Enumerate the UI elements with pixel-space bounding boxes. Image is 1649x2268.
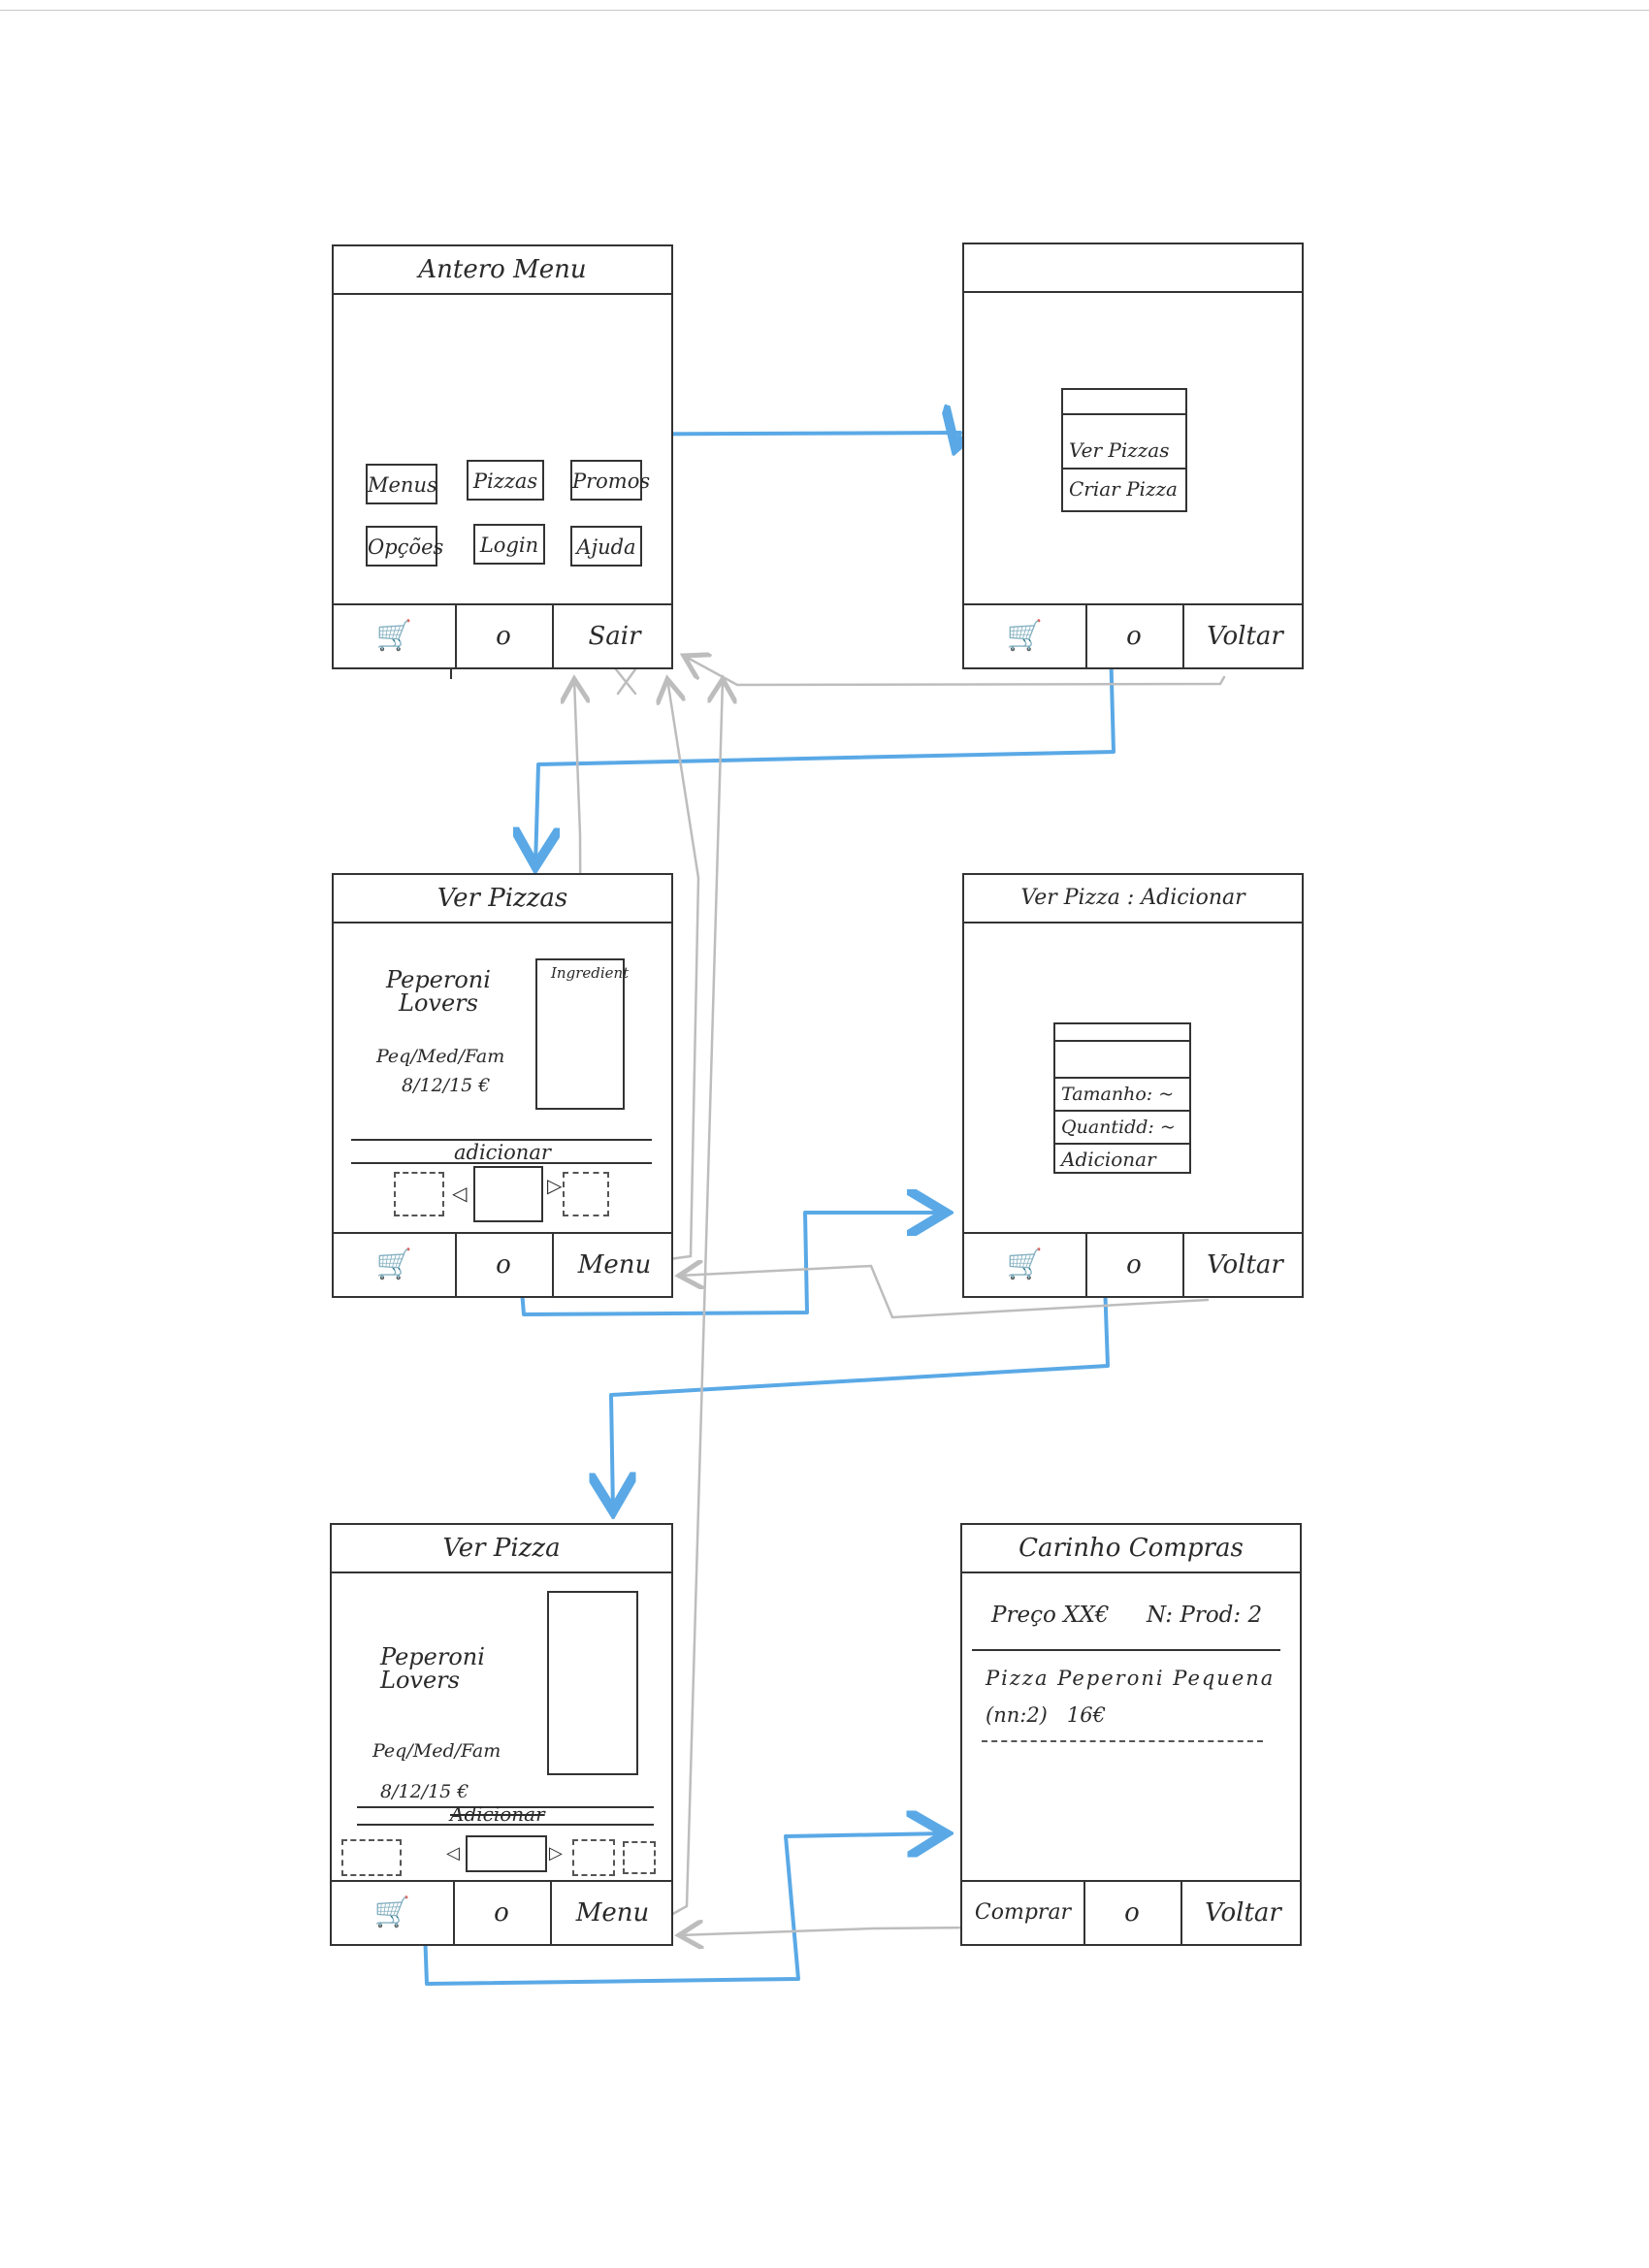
carousel-current-item[interactable] (466, 1835, 547, 1872)
home-button[interactable]: o (1085, 605, 1184, 667)
promos-button[interactable]: Promos (570, 460, 650, 501)
carousel-prev-item[interactable] (341, 1839, 402, 1876)
screen-shopping-cart: Carinho Compras Preço XX€ N: Prod: 2 Piz… (960, 1523, 1302, 1946)
screen-pizza-list: Ver Pizzas Peperoni Lovers Peq/Med/Fam 8… (332, 873, 673, 1298)
menu-button[interactable]: Menu (575, 1898, 650, 1928)
carousel-right-arrow[interactable]: ▷ (547, 1174, 563, 1197)
opcoes-button[interactable]: Opções (366, 526, 443, 567)
home-button[interactable]: o (1085, 1234, 1184, 1296)
cart-product-count: N: Prod: 2 (1147, 1603, 1263, 1628)
cart-button[interactable]: 🛒 (334, 1234, 457, 1296)
flow-cart-to-carrinho (423, 1833, 946, 1986)
scan-top-edge (0, 10, 1649, 11)
back-options-to-menu (684, 656, 1226, 687)
pizza-sizes: Peq/Med/Fam (376, 1046, 505, 1067)
voltar-button[interactable]: Voltar (1207, 1250, 1283, 1280)
screen-title: Antero Menu (334, 246, 671, 295)
screen-footer: Comprar o Voltar (962, 1880, 1300, 1944)
menu-button[interactable]: Menu (577, 1250, 652, 1280)
back-list-to-menu (667, 679, 700, 1261)
carousel-right-arrow[interactable]: ▷ (549, 1843, 563, 1863)
screen-add-pizza: Ver Pizza : Adicionar Tamanho: ~ Quantid… (962, 873, 1304, 1298)
login-button[interactable]: Login (473, 524, 545, 565)
home-button[interactable]: o (1083, 1882, 1182, 1944)
carousel-left-arrow[interactable]: ◁ (446, 1843, 460, 1863)
cart-icon: 🛒 (1006, 1247, 1044, 1281)
pizza-image (547, 1591, 638, 1775)
add-popup: Tamanho: ~ Quantidd: ~ Adicionar (1053, 1022, 1191, 1174)
carousel-current-item[interactable] (473, 1166, 543, 1222)
screen-footer: 🛒 o Voltar (964, 1232, 1302, 1296)
screen-title (964, 244, 1302, 293)
pizza-prices: 8/12/15 € (402, 1075, 491, 1096)
screen-title: Ver Pizza : Adicionar (964, 875, 1302, 923)
cart-total-price: Preço XX€ (991, 1603, 1110, 1628)
ingredients-label: Ingredient (551, 964, 630, 982)
cart-button[interactable]: 🛒 (964, 1234, 1087, 1296)
screen-pizza-detail: Ver Pizza Peperoni Lovers Peq/Med/Fam 8/… (330, 1523, 673, 1946)
popup-spacer (1055, 1042, 1189, 1079)
divider (357, 1824, 654, 1826)
cart-button[interactable]: 🛒 (964, 605, 1087, 667)
divider (357, 1806, 654, 1808)
divider (972, 1649, 1280, 1651)
add-button[interactable]: adicionar (454, 1141, 551, 1164)
cart-icon: 🛒 (375, 619, 413, 653)
add-button[interactable]: Adicionar (450, 1802, 545, 1826)
carousel-extra-item[interactable] (623, 1841, 656, 1874)
carousel-prev-item[interactable] (394, 1172, 444, 1216)
home-button[interactable]: o (453, 1882, 552, 1944)
home-button[interactable]: o (455, 605, 554, 667)
pizzas-button[interactable]: Pizzas (467, 460, 544, 501)
ver-pizzas-option[interactable]: Ver Pizzas (1063, 433, 1185, 470)
pizza-sizes: Peq/Med/Fam (372, 1740, 501, 1762)
screen-pizza-options: Ver Pizzas Criar Pizza 🛒 o Voltar (962, 243, 1304, 669)
pizza-prices: 8/12/15 € (380, 1781, 469, 1802)
criar-pizza-option[interactable]: Criar Pizza (1069, 477, 1178, 501)
options-popup: Ver Pizzas Criar Pizza (1061, 388, 1187, 512)
carousel-next-item[interactable] (572, 1839, 615, 1876)
screen-title: Ver Pizza (332, 1525, 671, 1573)
back-verpizza-to-menu (667, 679, 723, 1918)
pizza-name: Peperoni Lovers (386, 966, 491, 1017)
popup-spacer (1055, 1024, 1189, 1042)
flow-add-to-addpopup (519, 1213, 946, 1316)
cart-icon: 🛒 (375, 1247, 413, 1281)
screen-title: Carinho Compras (962, 1525, 1300, 1573)
screen-footer: 🛒 o Sair (334, 603, 671, 679)
cart-button[interactable]: 🛒 (334, 605, 457, 679)
screen-footer: 🛒 o Voltar (964, 603, 1302, 667)
screen-footer: 🛒 o Menu (334, 1232, 671, 1296)
cart-button[interactable]: 🛒 (332, 1882, 455, 1944)
voltar-button[interactable]: Voltar (1205, 1898, 1281, 1928)
ajuda-button[interactable]: Ajuda (570, 526, 642, 567)
screen-footer: 🛒 o Menu (332, 1880, 671, 1944)
cart-icon: 🛒 (373, 1895, 411, 1929)
divider (982, 1740, 1263, 1742)
menus-button[interactable]: Menus (366, 464, 437, 504)
tamanho-field[interactable]: Tamanho: ~ (1055, 1079, 1189, 1112)
popup-spacer (1063, 390, 1185, 415)
divider (351, 1162, 652, 1164)
home-button[interactable]: o (455, 1234, 554, 1296)
divider (351, 1139, 652, 1141)
carousel-next-item[interactable] (563, 1172, 609, 1216)
carousel-left-arrow[interactable]: ◁ (452, 1182, 468, 1205)
sair-button[interactable]: Sair (588, 622, 641, 651)
voltar-button[interactable]: Voltar (1207, 622, 1283, 651)
cart-item-detail: (nn:2) 16€ (986, 1703, 1106, 1727)
back-addpopup-to-list (679, 1266, 1210, 1319)
screen-main-menu: Antero Menu Menus Pizzas Promos Opções L… (332, 244, 673, 679)
pizza-name: Peperoni Lovers (380, 1643, 485, 1694)
cart-item-line: Pizza Peperoni Pequena (986, 1667, 1276, 1690)
ingredients-panel: Ingredient (535, 958, 629, 1110)
quantidade-field[interactable]: Quantidd: ~ (1055, 1112, 1189, 1145)
screen-title: Ver Pizzas (334, 875, 671, 923)
adicionar-button[interactable]: Adicionar (1061, 1148, 1156, 1171)
sair-cross-2 (616, 667, 637, 696)
comprar-button[interactable]: Comprar (962, 1882, 1085, 1944)
cart-icon: 🛒 (1006, 619, 1044, 653)
